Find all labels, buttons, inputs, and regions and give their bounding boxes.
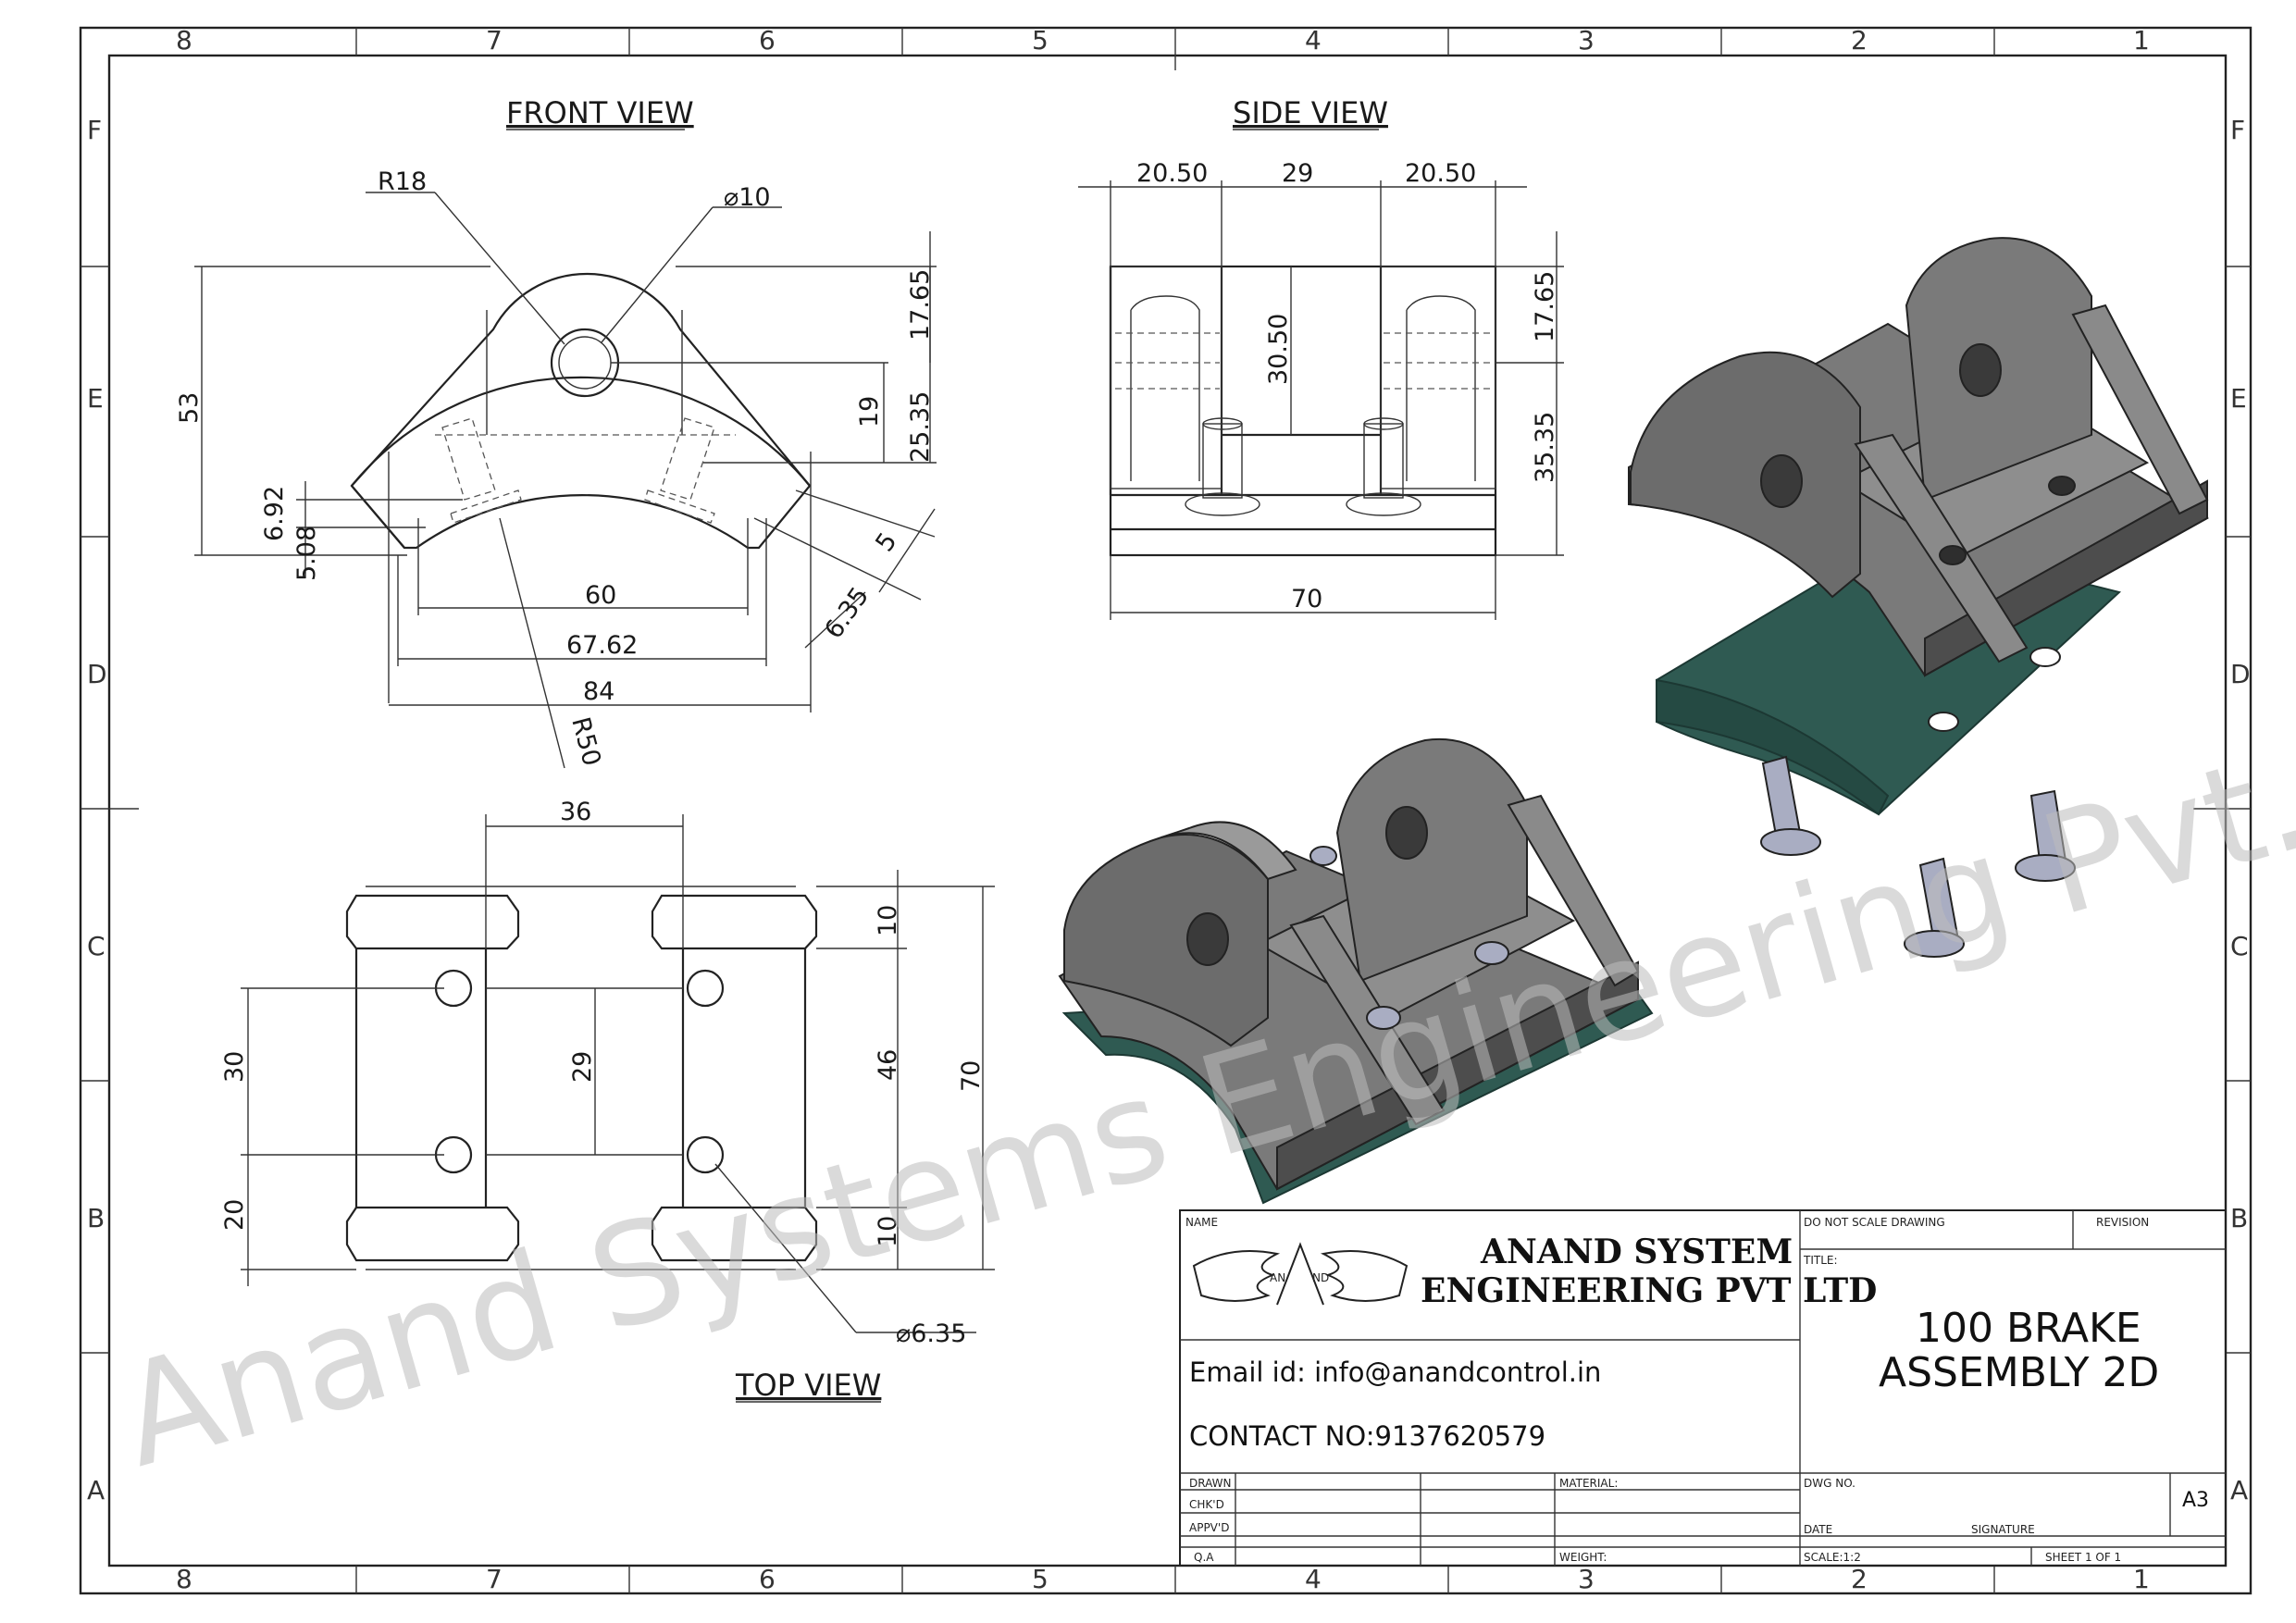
sheet-frame: 8 7 6 5 4 3 2 1 8 7 6 5 4 3 2 1 F E D C …: [79, 25, 2253, 1595]
dim-side-20-50b: 20.50: [1405, 159, 1476, 188]
zone-top-2: 2: [1851, 25, 1868, 56]
zone-top-4: 4: [1305, 25, 1322, 56]
dim-top-10b: 10: [874, 1216, 902, 1247]
company-contact: CONTACT NO:9137620579: [1189, 1420, 1545, 1452]
dim-top-10a: 10: [874, 905, 902, 936]
drawing-title-line2: ASSEMBLY 2D: [1879, 1349, 2159, 1396]
zone-top-6: 6: [759, 25, 776, 56]
dim-6-35: 6.35: [819, 582, 875, 644]
zone-top-7: 7: [486, 25, 503, 56]
zone-bottom-5: 5: [1032, 1564, 1049, 1594]
chkd-label: CHK'D: [1189, 1498, 1224, 1511]
dim-top-70: 70: [957, 1060, 986, 1092]
dim-dia10: ⌀10: [724, 183, 771, 212]
dim-5: 5: [870, 527, 902, 557]
zone-top-1: 1: [2133, 25, 2150, 56]
company-name-line2: ENGINEERING PVT LTD: [1421, 1271, 1877, 1310]
dim-17-65: 17.65: [906, 269, 935, 341]
dim-25-35: 25.35: [906, 391, 935, 463]
weight-label: WEIGHT:: [1559, 1551, 1607, 1564]
dim-60: 60: [585, 581, 616, 610]
zone-right-B: B: [2230, 1203, 2248, 1233]
zone-bottom-6: 6: [759, 1564, 776, 1594]
dim-53: 53: [175, 392, 204, 424]
title-block: NAME AN ND ANAND SYSTEM ENGINEERING PVT …: [1179, 1209, 2227, 1567]
dim-5-08: 5.08: [292, 526, 321, 581]
top-view: TOP VIEW: [220, 798, 995, 1403]
dim-top-30: 30: [220, 1051, 249, 1083]
zone-top-3: 3: [1578, 25, 1595, 56]
dwg-no-label: DWG NO.: [1804, 1477, 1855, 1490]
appvd-label: APPV'D: [1189, 1521, 1229, 1534]
zone-bottom-8: 8: [176, 1564, 192, 1594]
zone-left-A: A: [87, 1475, 105, 1505]
zone-top-5: 5: [1032, 25, 1049, 56]
dim-r50: R50: [565, 714, 606, 769]
front-view-label: FRONT VIEW: [506, 95, 694, 130]
zone-right-A: A: [2230, 1475, 2248, 1505]
material-label: MATERIAL:: [1559, 1477, 1618, 1490]
iso-exploded-view: [1628, 237, 2209, 958]
zone-right-F: F: [2230, 115, 2245, 145]
zone-right-D: D: [2230, 659, 2251, 689]
sheet-count: SHEET 1 OF 1: [2045, 1551, 2121, 1564]
dim-19: 19: [855, 396, 884, 427]
tb-name-label: NAME: [1185, 1216, 1218, 1229]
do-not-scale-label: DO NOT SCALE DRAWING: [1804, 1216, 1945, 1229]
dim-top-36: 36: [560, 798, 591, 826]
zone-right-C: C: [2230, 931, 2249, 961]
zone-bottom-3: 3: [1578, 1564, 1595, 1594]
company-name-line1: ANAND SYSTEM: [1480, 1233, 1793, 1271]
drawing-title-line1: 100 BRAKE: [1916, 1305, 2141, 1352]
dim-top-dia6-35: ⌀6.35: [896, 1319, 966, 1348]
dim-side-29: 29: [1282, 159, 1313, 188]
zone-left-B: B: [87, 1203, 105, 1233]
logo-letters-nd: ND: [1312, 1271, 1329, 1284]
front-view: FRONT VIEW: [175, 95, 937, 769]
qa-label: Q.A: [1194, 1551, 1214, 1564]
dim-side-35-35: 35.35: [1531, 412, 1559, 483]
iso-assembled-view: [1058, 737, 1654, 1205]
company-email: Email id: info@anandcontrol.in: [1189, 1357, 1601, 1388]
dim-top-20: 20: [220, 1199, 249, 1231]
date-label: DATE: [1804, 1523, 1832, 1536]
zone-left-C: C: [87, 931, 105, 961]
dim-84: 84: [583, 677, 614, 706]
signature-label: SIGNATURE: [1971, 1523, 2035, 1536]
zone-bottom-4: 4: [1305, 1564, 1322, 1594]
dim-top-29: 29: [568, 1051, 597, 1083]
side-view-label: SIDE VIEW: [1233, 95, 1388, 130]
dim-side-17-65: 17.65: [1531, 271, 1559, 342]
dim-side-70: 70: [1291, 585, 1322, 613]
zone-left-D: D: [87, 659, 107, 689]
sheet-size: A3: [2182, 1489, 2209, 1512]
zone-right-E: E: [2230, 383, 2247, 414]
drawn-label: DRAWN: [1189, 1477, 1232, 1490]
dim-side-20-50a: 20.50: [1136, 159, 1208, 188]
zone-bottom-1: 1: [2133, 1564, 2150, 1594]
revision-label: REVISION: [2096, 1216, 2149, 1229]
title-label: TITLE:: [1803, 1254, 1838, 1267]
scale-label: SCALE:1:2: [1804, 1551, 1861, 1564]
top-view-label: TOP VIEW: [735, 1368, 881, 1403]
dim-side-30-50: 30.50: [1264, 314, 1293, 385]
logo-letters-an: AN: [1270, 1271, 1285, 1284]
dim-top-46: 46: [874, 1049, 902, 1081]
zone-left-E: E: [87, 383, 104, 414]
dim-r18: R18: [378, 167, 427, 196]
dim-67-62: 67.62: [566, 631, 638, 660]
zone-bottom-2: 2: [1851, 1564, 1868, 1594]
dim-6-92: 6.92: [260, 486, 289, 541]
zone-bottom-7: 7: [486, 1564, 503, 1594]
zone-left-F: F: [87, 115, 102, 145]
zone-top-8: 8: [176, 25, 192, 56]
side-view: SIDE VIEW: [1078, 95, 1564, 620]
company-logo: AN ND: [1192, 1242, 1409, 1306]
